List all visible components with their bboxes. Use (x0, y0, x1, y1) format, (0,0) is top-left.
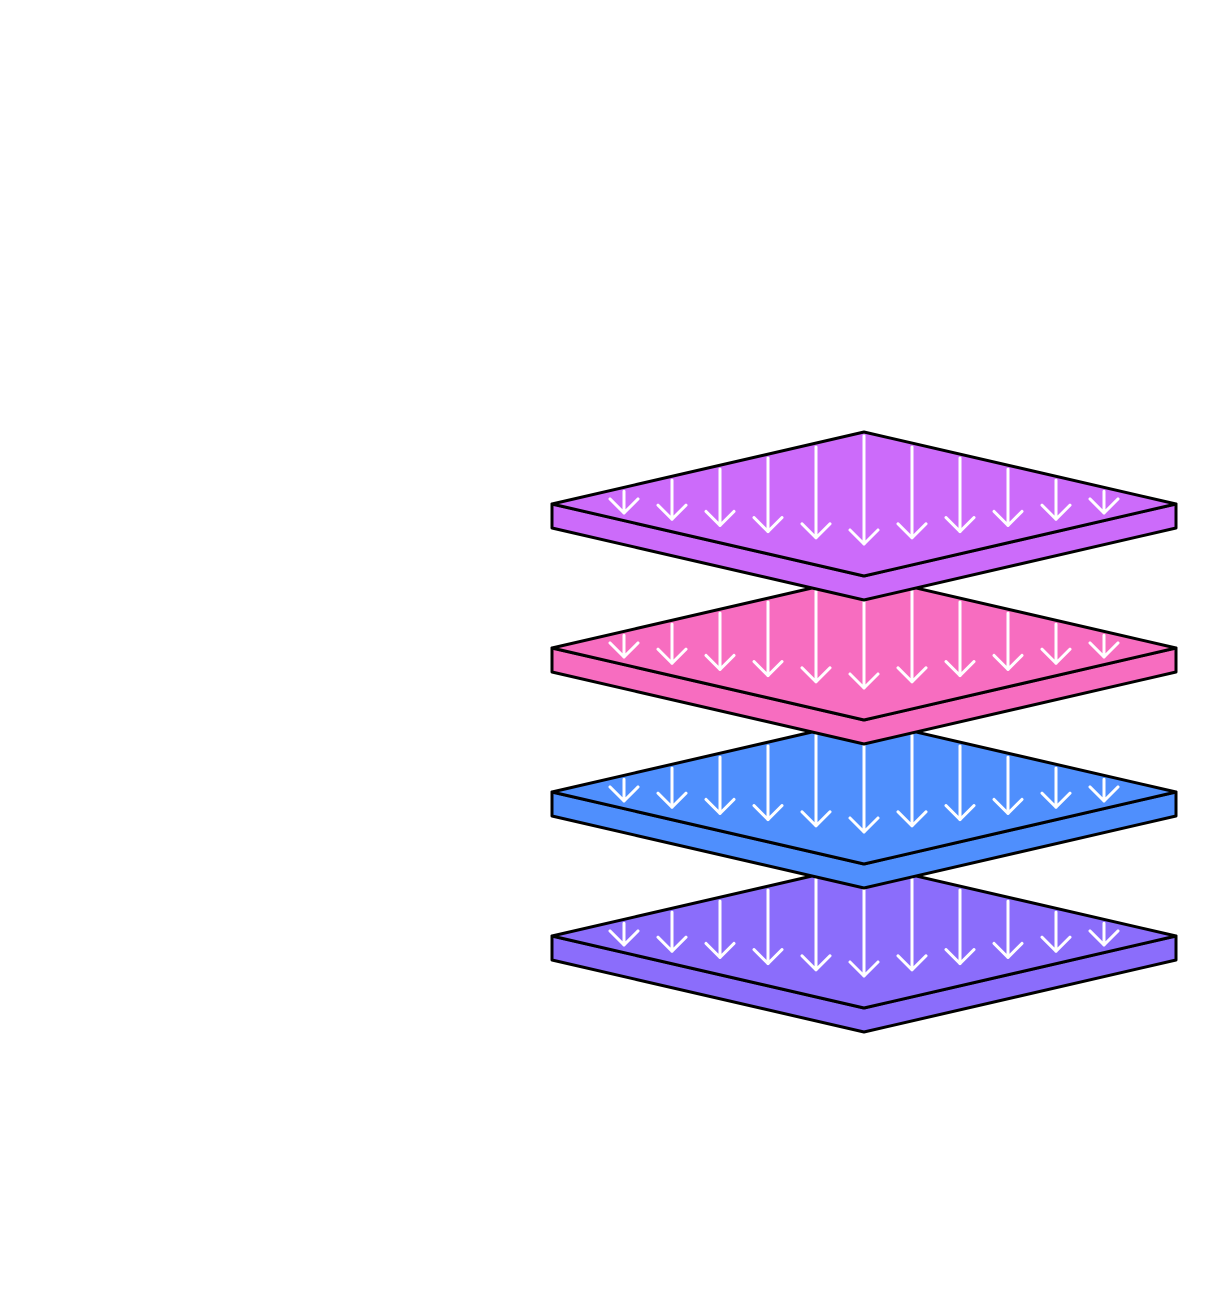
arrow-down-icon (992, 755, 1024, 815)
arrow-down-icon (800, 877, 832, 972)
arrow-down-icon (992, 611, 1024, 671)
arrow-down-icon (656, 766, 688, 809)
arrow-down-icon (608, 489, 640, 515)
arrow-down-icon (752, 456, 784, 534)
arrow-down-icon (1088, 921, 1120, 947)
arrow-down-icon (944, 600, 976, 678)
arrow-down-icon (992, 899, 1024, 959)
arrow-down-icon (752, 888, 784, 966)
arrow-down-icon (896, 445, 928, 540)
arrow-down-icon (752, 600, 784, 678)
arrow-down-icon (1040, 478, 1072, 521)
arrow-down-icon (800, 445, 832, 540)
layer-top (550, 430, 1178, 602)
arrow-down-icon (656, 622, 688, 665)
arrow-down-icon (1040, 910, 1072, 953)
arrow-down-icon (656, 910, 688, 953)
arrow-down-icon (1040, 766, 1072, 809)
arrow-down-icon (704, 611, 736, 671)
arrow-down-icon (656, 478, 688, 521)
layer-bottom-arrows (608, 866, 1120, 978)
layer-bottom (550, 862, 1178, 1034)
layer-third (550, 718, 1178, 890)
arrow-down-icon (704, 467, 736, 527)
layer-third-arrows (608, 722, 1120, 834)
arrow-down-icon (800, 589, 832, 684)
arrow-down-icon (608, 921, 640, 947)
arrow-down-icon (752, 744, 784, 822)
arrow-down-icon (944, 744, 976, 822)
arrow-down-icon (848, 434, 880, 546)
layer-second (550, 574, 1178, 746)
arrow-down-icon (1088, 777, 1120, 803)
arrow-down-icon (944, 888, 976, 966)
arrow-down-icon (896, 733, 928, 828)
arrow-down-icon (608, 777, 640, 803)
arrow-down-icon (896, 877, 928, 972)
arrow-down-icon (1088, 489, 1120, 515)
arrow-down-icon (1088, 633, 1120, 659)
arrow-down-icon (704, 899, 736, 959)
arrow-down-icon (992, 467, 1024, 527)
arrow-down-icon (896, 589, 928, 684)
arrow-down-icon (704, 755, 736, 815)
arrow-down-icon (1040, 622, 1072, 665)
layer-top-arrows (608, 434, 1120, 546)
arrow-down-icon (944, 456, 976, 534)
arrow-down-icon (800, 733, 832, 828)
arrow-down-icon (608, 633, 640, 659)
